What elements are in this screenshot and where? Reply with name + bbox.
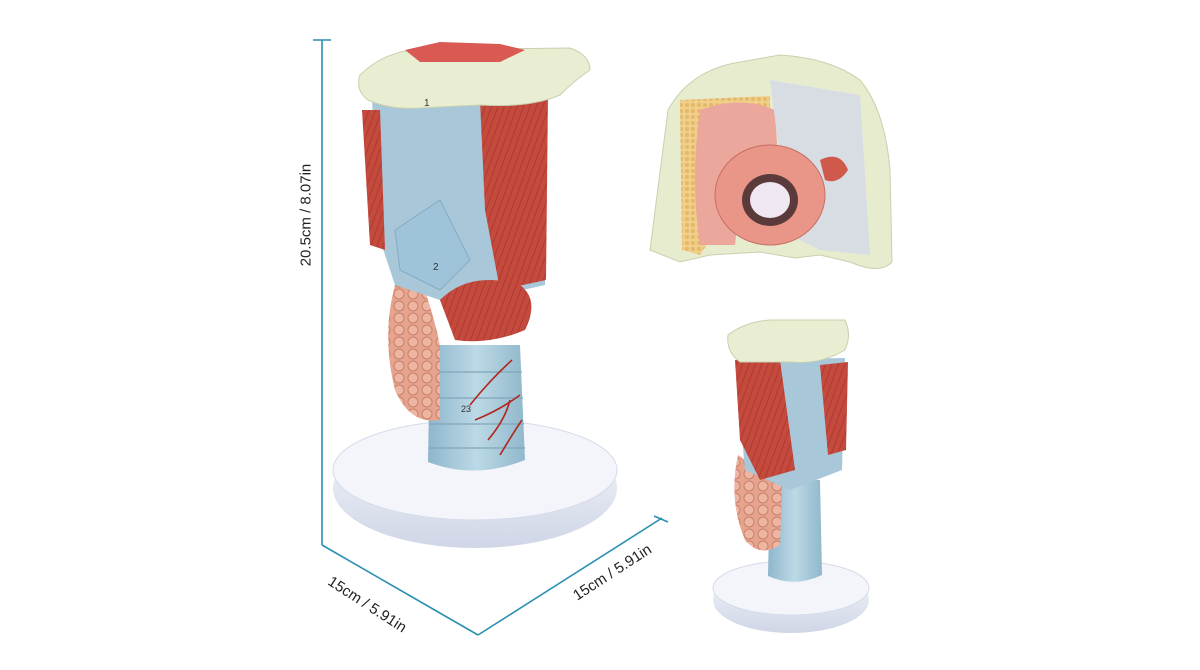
height-dimension-label: 20.5cm / 8.07in (297, 163, 315, 267)
width-right-dimension-line (477, 517, 663, 636)
larynx-section-view (649, 54, 893, 269)
muscle-cricothyroid (440, 280, 532, 342)
label-number-2: 2 (433, 262, 439, 273)
muscle-right (480, 95, 548, 290)
label-number-1: 1 (424, 98, 430, 109)
thyroid-gland (388, 275, 440, 421)
main-larynx-model: 1 2 23 (332, 42, 618, 548)
width-left-dimension-line (321, 544, 479, 636)
label-number-23: 23 (461, 404, 471, 414)
small-larynx-model (712, 319, 870, 633)
dimension-lines (313, 39, 669, 636)
trachea (428, 345, 525, 471)
